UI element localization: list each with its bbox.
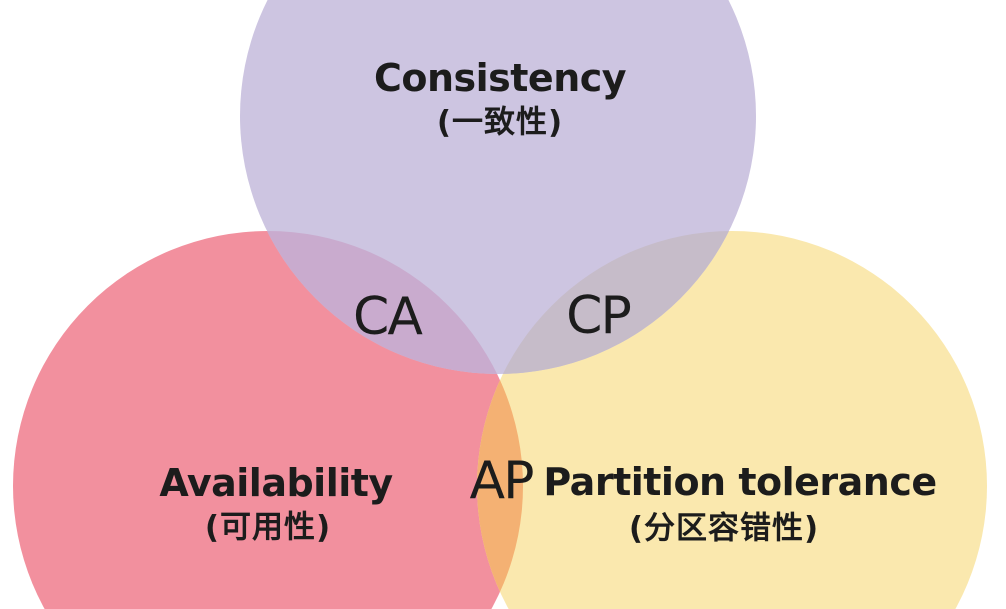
consistency-label: Consistency xyxy=(373,56,627,100)
availability-label: Availability xyxy=(159,461,393,505)
ca-overlap-label: CA xyxy=(353,287,423,347)
availability-sublabel: (可用性) xyxy=(204,509,332,546)
consistency-sublabel: (一致性) xyxy=(436,104,564,141)
ap-overlap-label: AP xyxy=(469,451,535,511)
partition-tolerance-sublabel: (分区容错性) xyxy=(628,510,820,547)
partition-tolerance-label: Partition tolerance xyxy=(543,460,937,504)
cp-overlap-label: CP xyxy=(566,286,632,346)
